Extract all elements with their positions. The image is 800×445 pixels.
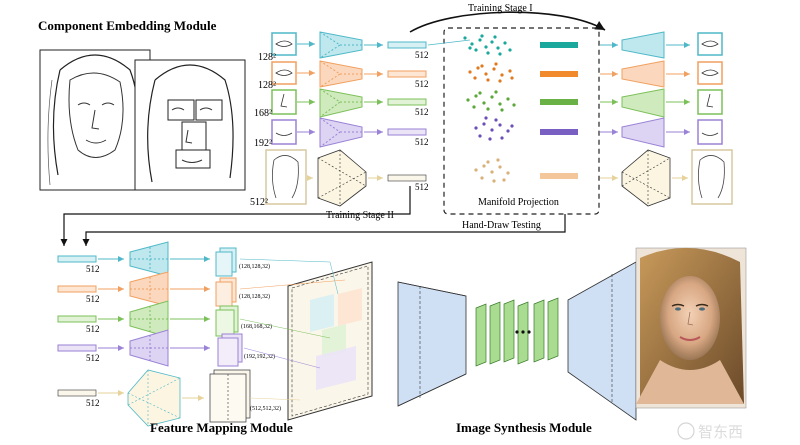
size-remainder: 512² (250, 197, 268, 208)
output-face-photo (635, 247, 747, 409)
feature-map-remainder (209, 369, 251, 423)
watermark-logo: 智东西 (677, 422, 743, 441)
latent-vector-nose (387, 98, 427, 106)
feature-map-nose (215, 305, 239, 337)
vec-dim-label: 512 (86, 294, 100, 304)
size-nose: 168² (254, 108, 272, 119)
training-stage-2-label: Training Stage II (326, 210, 394, 221)
fm-decoder-remainder (127, 369, 181, 427)
input-sketch-components (134, 59, 246, 191)
decoder-left-eye (621, 31, 723, 59)
encoder-right-eye (319, 60, 363, 88)
decoder-mouth (621, 117, 723, 148)
vec-dim-label: 512 (415, 79, 429, 89)
patch-mouth (271, 119, 297, 145)
manifold-scatter-right-eye (468, 62, 514, 83)
encoder-left-eye (319, 31, 363, 59)
fm-input-vector-left-eye (57, 255, 97, 263)
fm-decoder-mouth (129, 329, 169, 367)
connector-line (243, 347, 321, 369)
encoder-remainder (317, 149, 367, 207)
hand-draw-testing-arrow (82, 214, 566, 246)
image-synthesis-title: Image Synthesis Module (456, 420, 592, 435)
connector-line (239, 318, 331, 339)
feature-dim-mouth: (192,192,32) (244, 353, 275, 360)
patch-nose (271, 89, 297, 115)
manifold-scatter-remainder (474, 158, 510, 183)
feature-map-right-eye (215, 277, 237, 307)
projected-vector-mouth (540, 129, 578, 135)
ellipsis-dot (527, 330, 531, 334)
synthesis-decoder-block (567, 261, 637, 421)
fm-decoder-nose (129, 300, 169, 338)
projection-line (427, 39, 471, 46)
size-left-eye: 128² (258, 52, 276, 63)
connector-line (239, 258, 339, 295)
latent-vector-remainder (387, 174, 427, 182)
patch-left-eye (271, 32, 297, 56)
manifold-projection-box (443, 27, 600, 215)
vec-dim-label: 512 (86, 324, 100, 334)
patch-remainder (265, 149, 307, 205)
encoder-nose (319, 88, 363, 118)
fm-input-vector-nose (57, 315, 97, 323)
size-mouth: 192² (254, 138, 272, 149)
manifold-scatter-left-eye (463, 34, 512, 56)
projected-vector-remainder (540, 173, 578, 179)
fm-input-vector-remainder (57, 389, 97, 397)
decoder-remainder (621, 149, 733, 207)
fm-decoder-right-eye (129, 271, 169, 307)
input-sketch-full (39, 49, 151, 191)
vec-dim-label: 512 (86, 353, 100, 363)
fm-input-vector-right-eye (57, 285, 97, 293)
manifold-scatter-nose (466, 90, 516, 112)
decoder-right-eye (621, 60, 723, 88)
fm-decoder-left-eye (129, 241, 169, 277)
size-right-eye: 128² (258, 80, 276, 91)
training-stage-1-label: Training Stage I (468, 3, 533, 14)
feature-map-mouth (217, 333, 243, 367)
feature-dim-nose: (168,168,32) (241, 323, 272, 330)
manifold-scatter-mouth (474, 116, 514, 141)
feature-mapping-title: Feature Mapping Module (150, 420, 293, 435)
ellipsis-dot (521, 330, 525, 334)
connector-line (249, 397, 301, 401)
latent-vector-mouth (387, 128, 427, 136)
feature-dim-right-eye: (128,128,32) (239, 293, 270, 300)
projected-vector-nose (540, 99, 578, 105)
projected-vector-left-eye (540, 42, 578, 48)
decoder-nose (621, 88, 723, 118)
vec-dim-label: 512 (415, 182, 429, 192)
connector-line (239, 279, 346, 290)
vec-dim-label: 512 (415, 50, 429, 60)
vec-dim-label: 512 (86, 398, 100, 408)
feature-map-left-eye (215, 247, 237, 277)
synthesis-resnet-blocks (475, 297, 559, 367)
vec-dim-label: 512 (415, 107, 429, 117)
training-stage-2-arrow (60, 186, 411, 246)
feature-dim-remainder: (512,512,32) (250, 405, 281, 412)
ellipsis-dot (515, 330, 519, 334)
training-stage-1-arrow (409, 11, 606, 33)
component-embedding-title: Component Embedding Module (38, 18, 217, 33)
encoder-mouth (319, 117, 363, 148)
merged-feature-volume (287, 261, 373, 421)
patch-right-eye (271, 61, 297, 85)
watermark-text: 智东西 (698, 423, 743, 441)
projected-vector-right-eye (540, 71, 578, 77)
latent-vector-right-eye (387, 70, 427, 78)
feature-dim-left-eye: (128,128,32) (239, 263, 270, 270)
manifold-projection-label: Manifold Projection (478, 197, 559, 208)
latent-vector-left-eye (387, 41, 427, 49)
hand-draw-testing-label: Hand-Draw Testing (462, 220, 541, 231)
vec-dim-label: 512 (415, 137, 429, 147)
vec-dim-label: 512 (86, 264, 100, 274)
synthesis-encoder-block (397, 281, 467, 407)
fm-input-vector-mouth (57, 344, 97, 352)
